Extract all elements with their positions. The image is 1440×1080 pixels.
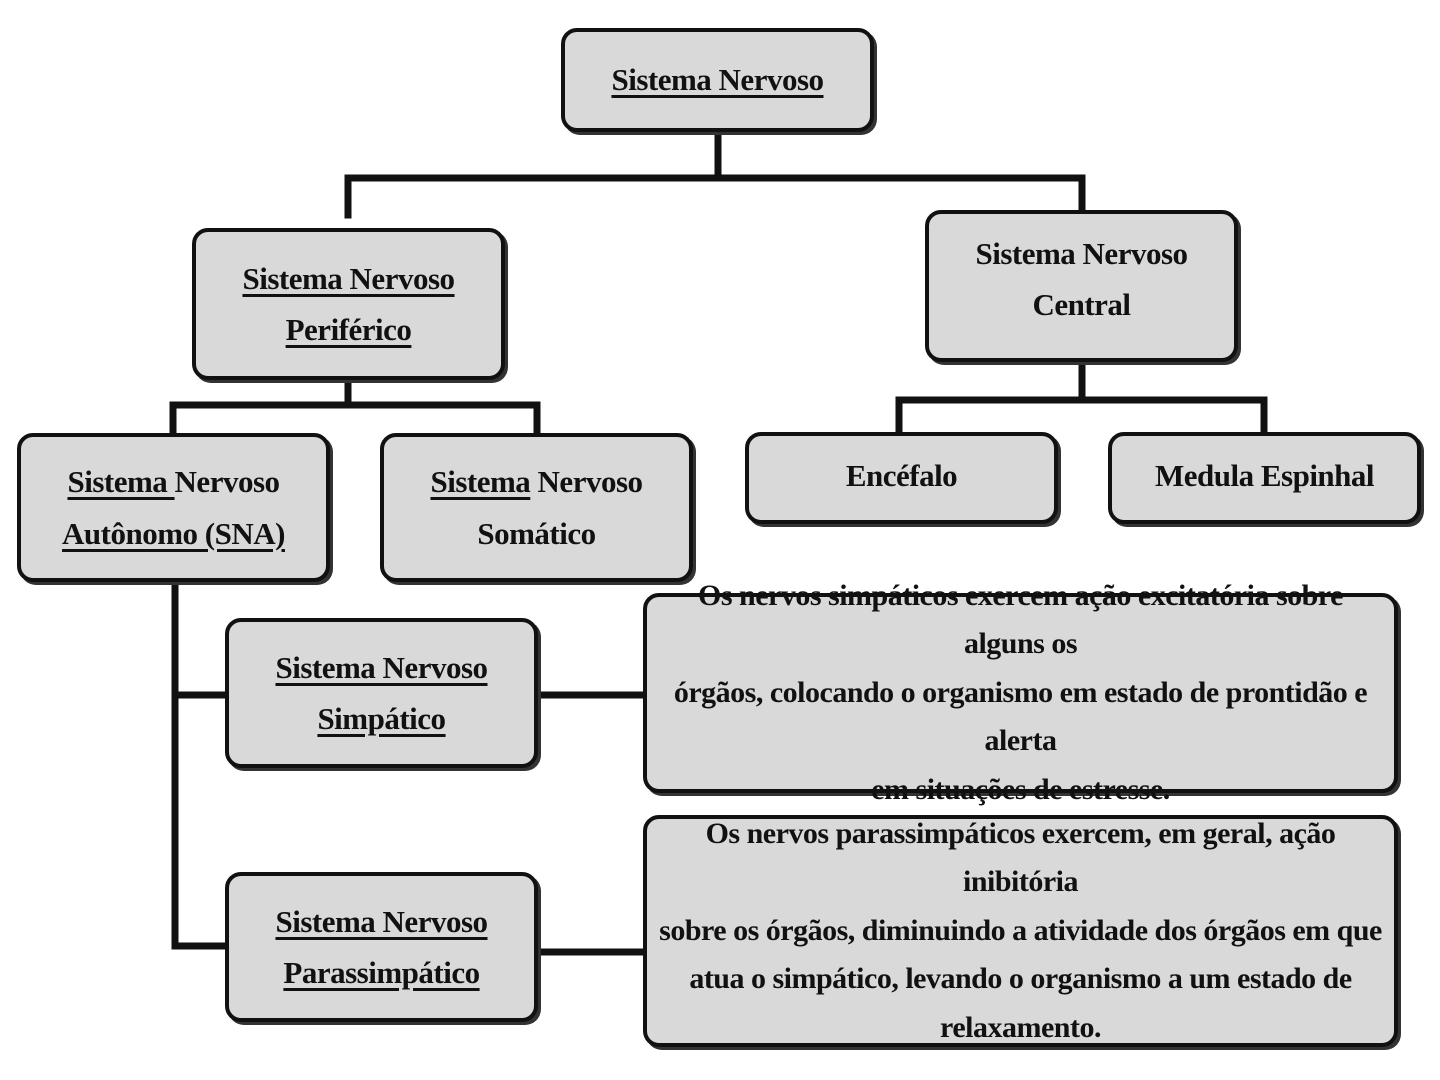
node-medula-espinhal: Medula Espinhal <box>1108 432 1421 524</box>
description-line-1: Os nervos simpáticos exercem ação excita… <box>698 578 1343 661</box>
description-line-2: sobre os órgãos, diminuindo a atividade … <box>659 913 1382 947</box>
description-line-3: em situações de estresse. <box>871 772 1170 806</box>
description-line-2: órgãos, colocando o organismo em estado … <box>673 675 1368 758</box>
node-title: Sistema Nervoso <box>611 62 824 98</box>
node-line-1: Sistema Nervoso <box>430 456 643 507</box>
node-line-1-rest: Nervoso <box>530 464 643 500</box>
node-sistema-nervoso-autonomo: Sistema Nervoso Autônomo (SNA) <box>17 433 330 582</box>
node-line-2: Parassimpático <box>283 955 480 990</box>
node-line-1-underlined: Sistema <box>430 464 531 500</box>
node-line-1: Sistema Nervoso <box>67 456 280 507</box>
node-sistema-nervoso-simpatico: Sistema Nervoso Simpático <box>225 618 538 768</box>
node-encefalo: Encéfalo <box>745 432 1058 524</box>
node-sistema-nervoso: Sistema Nervoso <box>561 28 874 132</box>
description-parassimpatico: Os nervos parassimpáticos exercem, em ge… <box>643 815 1398 1047</box>
node-line-2: Simpático <box>317 701 446 736</box>
description-simpatico: Os nervos simpáticos exercem ação excita… <box>643 579 1398 806</box>
node-sistema-nervoso-somatico: Sistema Nervoso Somático <box>380 433 693 582</box>
description-line-4: relaxamento. <box>940 1010 1101 1044</box>
node-line-1-rest: Nervoso <box>174 464 280 500</box>
node-line-1-underlined: Sistema <box>67 464 175 500</box>
node-sistema-nervoso-periferico: Sistema Nervoso Periférico <box>192 228 505 380</box>
node-sistema-nervoso-central: Sistema Nervoso Central <box>925 210 1238 362</box>
node-line-1: Sistema Nervoso <box>275 903 488 939</box>
node-line-2: Somático <box>477 515 596 551</box>
node-title: Medula Espinhal <box>1154 458 1375 493</box>
node-line-2: Periférico <box>285 312 412 347</box>
node-line-2: Autônomo (SNA) <box>62 515 285 551</box>
node-sistema-nervoso-parassimpatico: Sistema Nervoso Parassimpático <box>225 872 538 1022</box>
node-line-1: Sistema Nervoso <box>275 649 488 685</box>
node-line-1: Sistema Nervoso <box>242 260 455 296</box>
node-title: Sistema Nervoso Central <box>975 236 1188 323</box>
node-title: Encéfalo <box>845 458 958 493</box>
description-line-1: Os nervos parassimpáticos exercem, em ge… <box>705 816 1336 899</box>
description-line-3: atua o simpático, levando o organismo a … <box>689 962 1352 996</box>
